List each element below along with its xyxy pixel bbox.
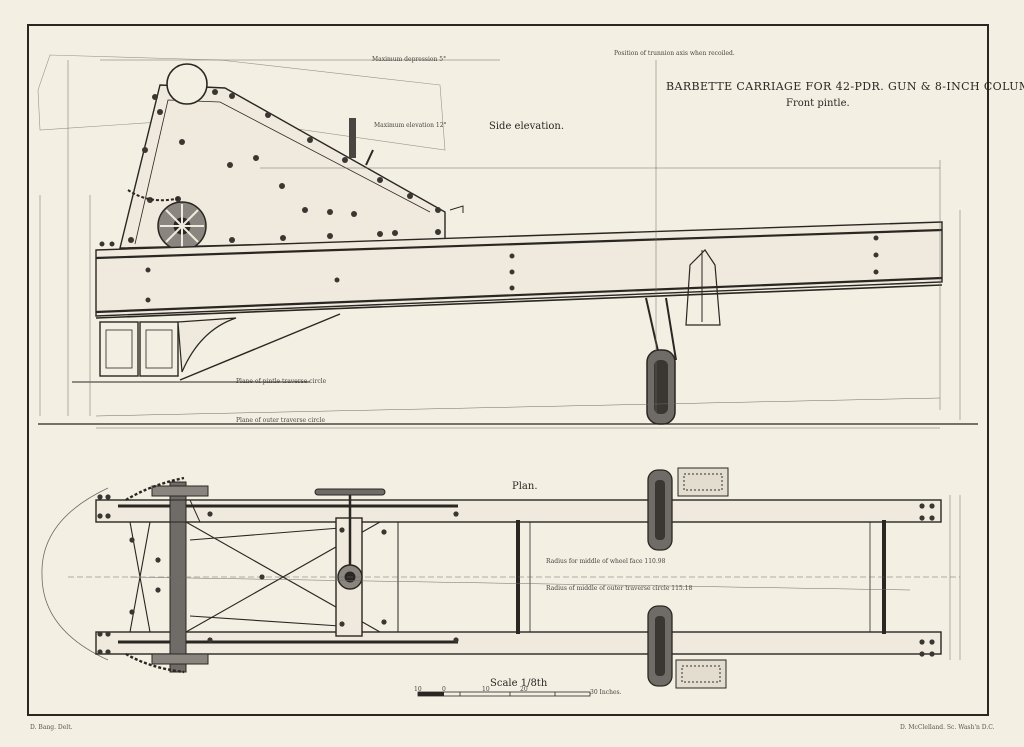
diagonal-brace bbox=[179, 313, 341, 381]
rail-rivets bbox=[145, 235, 879, 303]
outer-circle-radius-label: Radius of middle of outer traverse circl… bbox=[546, 585, 693, 592]
plan-view bbox=[41, 467, 961, 689]
credit-left: D. Bang. Delt. bbox=[30, 724, 73, 731]
wheel-face-radius-label: Radius for middle of wheel face 110.98 bbox=[546, 558, 666, 565]
scale-tick-1: 0 bbox=[442, 686, 446, 693]
scale-tick-3: 20 bbox=[520, 686, 528, 693]
plan-rail-top bbox=[95, 499, 942, 523]
plate-subtitle: Front pintle. bbox=[786, 98, 850, 109]
trunnion-note: Position of trunnion axis when recoiled. bbox=[614, 50, 735, 57]
plate-title: BARBETTE CARRIAGE FOR 42-PDR. GUN & 8-IN… bbox=[666, 80, 1024, 93]
elevating-screw bbox=[349, 118, 356, 158]
chassis-rail bbox=[95, 221, 943, 317]
max-depression-label: Maximum depression 5° bbox=[372, 56, 447, 63]
trunnion bbox=[166, 63, 208, 105]
credit-right: D. McClelland. Sc. Wash'n D.C. bbox=[900, 724, 995, 731]
traverse-block-top bbox=[677, 467, 729, 497]
scale-label: Scale 1/8th bbox=[490, 678, 548, 689]
scale-tick-0: 10 bbox=[414, 686, 422, 693]
outer-circle-label: Plane of outer traverse circle bbox=[236, 417, 325, 424]
plan-rivets bbox=[97, 494, 935, 657]
side-elevation-label: Side elevation. bbox=[489, 121, 565, 132]
rear-box-2 bbox=[139, 321, 179, 377]
scale-tick-4: 30 Inches. bbox=[590, 689, 622, 696]
scale-tick-2: 10 bbox=[482, 686, 490, 693]
gun-outline bbox=[37, 54, 446, 151]
rear-box-1 bbox=[99, 321, 139, 377]
pintle-circle-label: Plane of pintle traverse circle bbox=[236, 378, 327, 385]
chain bbox=[127, 189, 181, 202]
handwheel-bar bbox=[314, 488, 386, 496]
plate-border bbox=[27, 24, 989, 716]
side-elevation-view bbox=[37, 54, 978, 429]
traverse-block-bottom bbox=[675, 659, 727, 689]
max-elevation-label: Maximum elevation 12° bbox=[374, 122, 447, 129]
cheek-rivets bbox=[99, 89, 441, 247]
scale-bar bbox=[417, 691, 591, 697]
plan-label: Plan. bbox=[512, 481, 538, 492]
